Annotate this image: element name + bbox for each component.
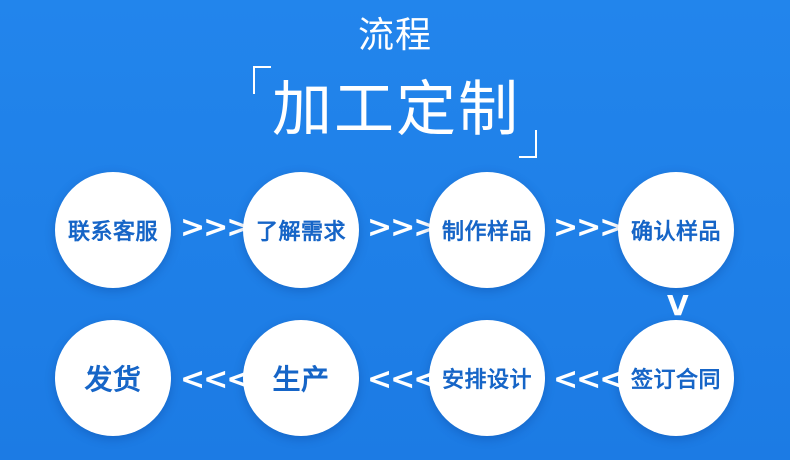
step-label: 发货 — [84, 363, 142, 396]
step-arrange-design: 安排设计 — [429, 320, 545, 436]
step-understand-needs: 了解需求 — [243, 172, 359, 288]
step-label: 安排设计 — [441, 368, 532, 393]
step-label: 联系客服 — [67, 220, 158, 245]
step-contact-service: 联系客服 — [55, 172, 171, 288]
step-label: 制作样品 — [441, 220, 532, 245]
step-make-sample: 制作样品 — [429, 172, 545, 288]
arrow-right-2: >>> — [367, 210, 438, 245]
arrow-left-2: <<< — [367, 362, 438, 397]
diagram-title: 加工定制 — [272, 75, 520, 145]
step-label: 生产 — [272, 363, 330, 396]
arrow-left-1: <<< — [553, 362, 624, 397]
diagram-title-frame: 加工定制 — [247, 62, 543, 162]
step-label: 确认样品 — [630, 220, 721, 245]
step-sign-contract: 签订合同 — [618, 320, 734, 436]
arrow-left-3: <<< — [180, 362, 251, 397]
arrow-down: V — [667, 289, 689, 322]
step-label: 了解需求 — [255, 220, 346, 245]
step-label: 签订合同 — [630, 368, 721, 393]
arrow-right-1: >>> — [180, 210, 251, 245]
title-bracket-top-left — [253, 66, 271, 94]
diagram-subtitle: 流程 — [357, 15, 432, 56]
step-shipping: 发货 — [55, 320, 171, 436]
arrow-right-3: >>> — [553, 210, 624, 245]
step-production: 生产 — [243, 320, 359, 436]
title-bracket-bottom-right — [519, 130, 537, 158]
step-confirm-sample: 确认样品 — [618, 172, 734, 288]
